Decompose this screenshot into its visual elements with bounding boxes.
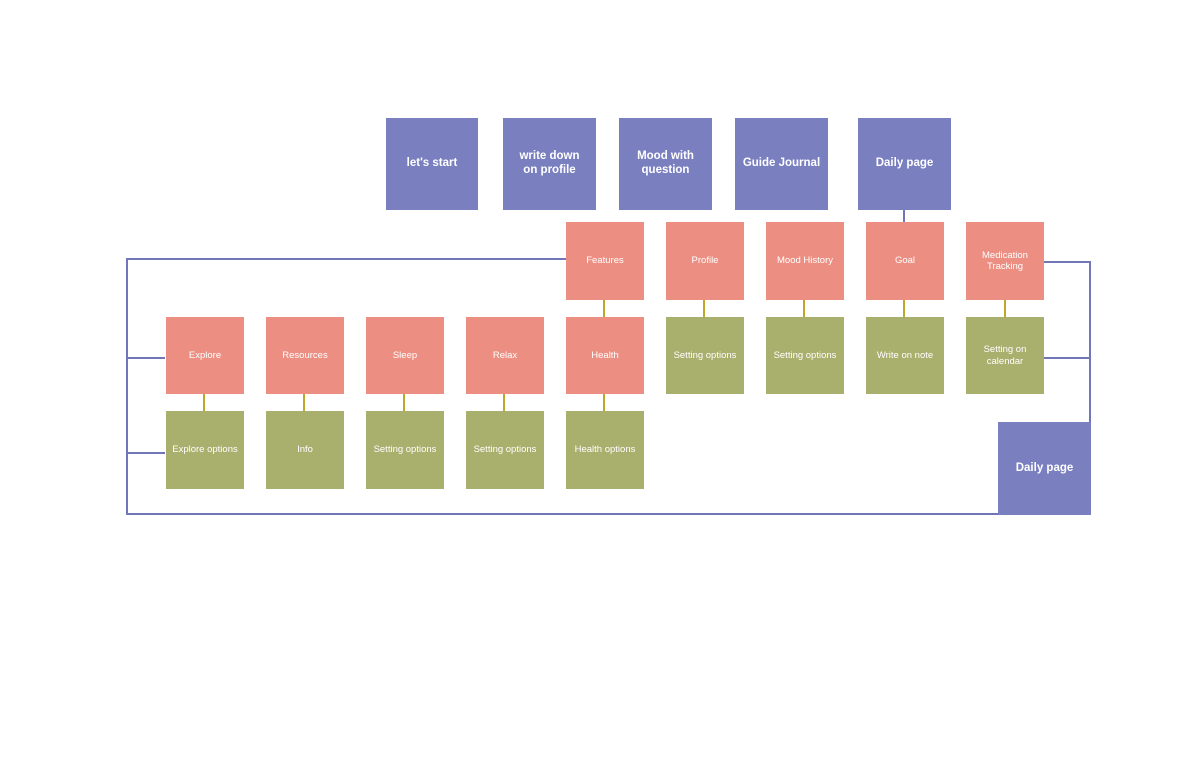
feature-node-health: Health xyxy=(566,317,644,394)
connector-features-left xyxy=(127,258,566,260)
feature-node-label: Explore xyxy=(188,349,222,361)
connector-medication-calendar xyxy=(1004,300,1006,317)
connector-calendar-right xyxy=(1044,357,1090,359)
option-node-label: Setting options xyxy=(473,444,537,456)
connector-medication-right xyxy=(1044,261,1090,263)
connector-sleep-options xyxy=(403,394,405,411)
option-node-label: Write on note xyxy=(876,349,934,361)
feature-node-relax: Relax xyxy=(466,317,544,394)
flow-node-daily-page: Daily page xyxy=(858,118,951,210)
feature-node-label: Relax xyxy=(492,349,518,361)
connector-explore-options xyxy=(203,394,205,411)
option-node-relax-setting-options: Setting options xyxy=(466,411,544,489)
connector-left-bus xyxy=(126,258,128,515)
option-node-label: Setting options xyxy=(773,349,837,361)
flow-node-label: let's start xyxy=(406,157,458,170)
flow-node-label: Guide Journal xyxy=(742,157,821,170)
section-node-label: Mood History xyxy=(777,255,833,267)
connector-features-health xyxy=(603,300,605,317)
option-node-sleep-setting-options: Setting options xyxy=(366,411,444,489)
flow-node-label: Daily page xyxy=(875,157,934,170)
option-node-label: Setting options xyxy=(673,349,737,361)
connector-bus-to-explore xyxy=(127,357,165,359)
option-node-label: Info xyxy=(297,444,313,456)
option-node-label: Explore options xyxy=(172,444,238,456)
connector-resources-info xyxy=(303,394,305,411)
connector-goal-note xyxy=(903,300,905,317)
feature-node-label: Sleep xyxy=(392,349,418,361)
section-node-profile: Profile xyxy=(666,222,744,300)
connector-bottom-bus xyxy=(127,513,1091,515)
connector-daily-page-to-goal xyxy=(903,210,905,222)
section-node-goal: Goal xyxy=(866,222,944,300)
section-node-label: Goal xyxy=(894,255,916,267)
option-node-health-options: Health options xyxy=(566,411,644,489)
option-node-profile-setting-options: Setting options xyxy=(666,317,744,394)
flow-node-lets-start: let's start xyxy=(386,118,478,210)
connector-bus-to-explore-options xyxy=(127,452,165,454)
connector-profile-options xyxy=(703,300,705,317)
option-node-label: Health options xyxy=(574,444,636,456)
flow-node-guide-journal: Guide Journal xyxy=(735,118,828,210)
return-node-daily-page: Daily page xyxy=(998,422,1091,515)
feature-node-resources: Resources xyxy=(266,317,344,394)
connector-relax-options xyxy=(503,394,505,411)
connector-mood-history-options xyxy=(803,300,805,317)
feature-node-label: Health xyxy=(591,349,619,361)
feature-node-explore: Explore xyxy=(166,317,244,394)
feature-node-label: Resources xyxy=(282,349,328,361)
section-node-mood-history: Mood History xyxy=(766,222,844,300)
section-node-label: Profile xyxy=(691,255,719,267)
option-node-info: Info xyxy=(266,411,344,489)
option-node-explore-options: Explore options xyxy=(166,411,244,489)
connector-right-bus xyxy=(1089,261,1091,515)
feature-node-sleep: Sleep xyxy=(366,317,444,394)
option-node-write-on-note: Write on note xyxy=(866,317,944,394)
option-node-label: Setting options xyxy=(373,444,437,456)
return-node-label: Daily page xyxy=(1015,461,1074,474)
section-node-features: Features xyxy=(566,222,644,300)
option-node-mood-history-setting-options: Setting options xyxy=(766,317,844,394)
connector-health-options xyxy=(603,394,605,411)
section-node-label: Features xyxy=(586,255,624,267)
